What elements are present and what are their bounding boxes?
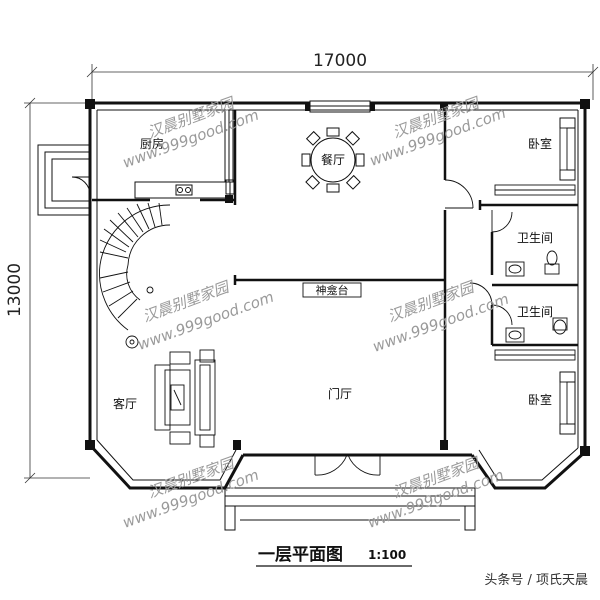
bedroom-bottom-furniture: [494, 349, 576, 435]
living-room-sofa-set: [154, 349, 216, 448]
kitchen-counter: [134, 109, 235, 199]
room-bath-top-label: 卫生间: [517, 231, 553, 245]
spiral-staircase: [99, 202, 171, 349]
watermarks: 汉晨别墅家园 www.999good.com 汉晨别墅家园 www.999goo…: [120, 93, 511, 531]
source-credit: 头条号 / 项氏天晨: [484, 572, 588, 588]
bathroom-top-fixtures: [505, 250, 560, 277]
dimension-lines: [24, 64, 599, 484]
dimension-width: 17000: [313, 51, 367, 71]
room-foyer-label: 门厅: [328, 386, 352, 401]
bedroom-top-furniture: [494, 117, 576, 196]
main-entrance-doors: [314, 454, 381, 476]
room-shrine-label: 神龛台: [316, 283, 349, 297]
room-bedroom-bottom-label: 卧室: [528, 392, 552, 407]
plan-title: 一层平面图 1:100: [256, 545, 412, 567]
room-dining-label: 餐厅: [321, 152, 345, 167]
plan-title-main: 一层平面图: [258, 545, 343, 565]
dining-table: [301, 127, 365, 193]
room-bath-bottom-label: 卫生间: [517, 305, 553, 319]
room-living-label: 客厅: [113, 396, 137, 411]
dimension-height: 13000: [5, 263, 25, 317]
interior-walls: [92, 110, 578, 450]
room-kitchen-label: 厨房: [140, 136, 164, 151]
porch: [224, 487, 476, 531]
side-entrance-steps: [37, 144, 91, 216]
room-bedroom-top-label: 卧室: [528, 136, 552, 151]
exterior-wall-inner-line: [96, 109, 579, 481]
shrine-table: [302, 282, 362, 298]
bathroom-bottom-fixtures: [505, 317, 568, 343]
room-labels: 厨房 餐厅 卧室 卫生间 神龛台 卫生间 卧室 客厅 门厅: [113, 136, 553, 411]
interior-doors: [444, 179, 513, 326]
plan-title-scale: 1:100: [368, 548, 406, 562]
